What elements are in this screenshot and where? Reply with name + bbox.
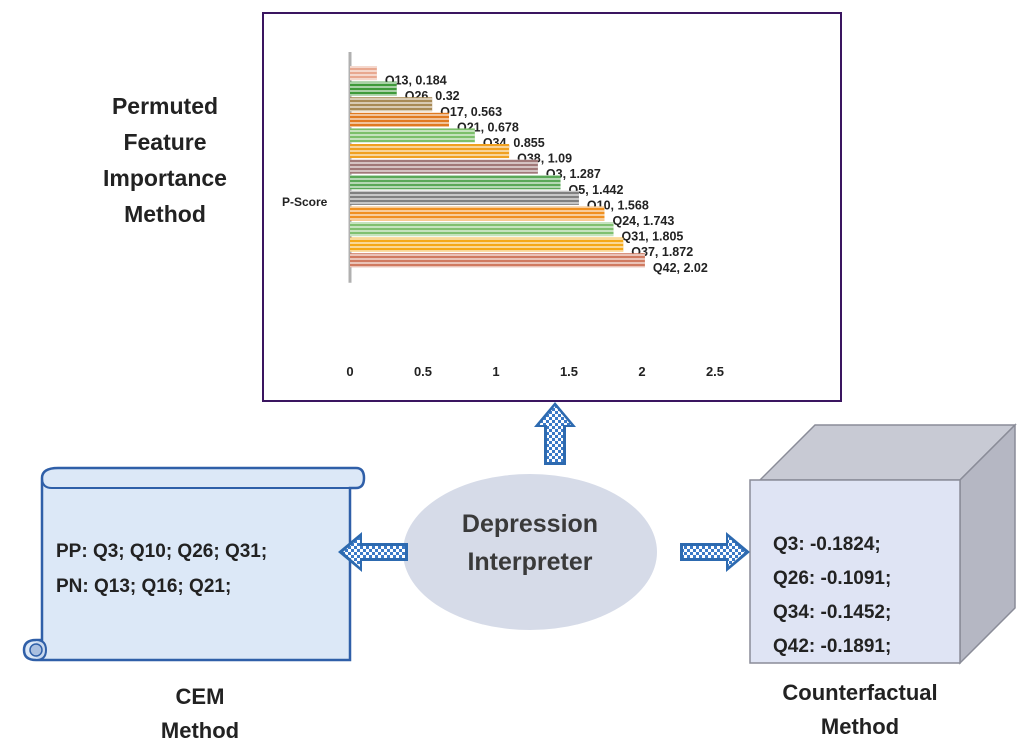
counterfactual-line: Q42: -0.1891; (773, 636, 892, 657)
bar-stripe (350, 81, 397, 96)
counterfactual-line: Q34: -0.1452; (773, 602, 892, 623)
scroll-shape (22, 466, 366, 662)
depression-interpreter-ellipse (403, 474, 657, 630)
cem-pn-line: PN: Q13; Q16; Q21; (56, 576, 232, 597)
bar-stripe (350, 112, 449, 127)
y-axis-label: P-Score (282, 195, 328, 209)
bar-stripe (350, 253, 645, 268)
bar-stripe (350, 128, 475, 143)
counterfactual-method-label: Counterfactual Method (755, 676, 965, 744)
center-label-line: Depression (461, 510, 599, 538)
arrow-up (534, 402, 576, 465)
bar-stripe (350, 66, 377, 81)
permuted-title-line: Permuted (111, 93, 219, 119)
counterfactual-results-text: Q3: -0.1824; Q26: -0.1091; Q34: -0.1452;… (773, 528, 891, 664)
data-label: Q24, 1.743 (612, 214, 674, 228)
x-tick-label: 0.5 (414, 364, 432, 379)
data-label: Q17, 0.563 (440, 105, 502, 119)
cem-label-line: CEM (175, 684, 225, 709)
permuted-title-line: Feature (123, 129, 207, 155)
x-tick-label: 2.5 (706, 364, 724, 379)
cem-results-text: PP: Q3; Q10; Q26; Q31; PN: Q13; Q16; Q21… (56, 534, 267, 604)
bar-stripe (350, 144, 510, 159)
data-label: Q42, 2.02 (653, 261, 708, 275)
x-tick-label: 2 (638, 364, 645, 379)
x-tick-label: 1 (492, 364, 499, 379)
cem-pp-line: PP: Q3; Q10; Q26; Q31; (56, 541, 268, 562)
x-tick-label: 1.5 (560, 364, 578, 379)
counterfactual-line: Q26: -0.1091; (773, 568, 892, 589)
cem-label-line: Method (160, 718, 240, 743)
bar-stripe (350, 97, 433, 112)
arrow-right (680, 532, 750, 572)
bar-stripe (350, 206, 605, 221)
arrow-left (338, 532, 408, 572)
permuted-title-line: Method (124, 201, 206, 227)
x-tick-label: 0 (346, 364, 353, 379)
counterfactual-label-line: Method (820, 714, 900, 739)
data-label: Q37, 1.872 (631, 245, 693, 259)
depression-interpreter-label: Depression Interpreter (430, 505, 630, 581)
bar-stripe (350, 222, 614, 237)
cem-method-label: CEM Method (120, 680, 280, 748)
counterfactual-label-line: Counterfactual (782, 680, 938, 705)
permuted-title-line: Importance (103, 165, 227, 191)
counterfactual-line: Q3: -0.1824; (773, 534, 881, 555)
permuted-method-title: Permuted Feature Importance Method (60, 88, 270, 232)
bar-stripe (350, 237, 624, 252)
data-label: Q5, 1.442 (569, 183, 624, 197)
data-label: Q13, 0.184 (385, 74, 447, 88)
cube-shape (749, 423, 1017, 665)
bar-stripe (350, 190, 579, 205)
center-label-line: Interpreter (467, 548, 593, 576)
bar-stripe (350, 159, 538, 174)
bar-stripe (350, 175, 561, 190)
data-label: Q31, 1.805 (622, 230, 684, 244)
